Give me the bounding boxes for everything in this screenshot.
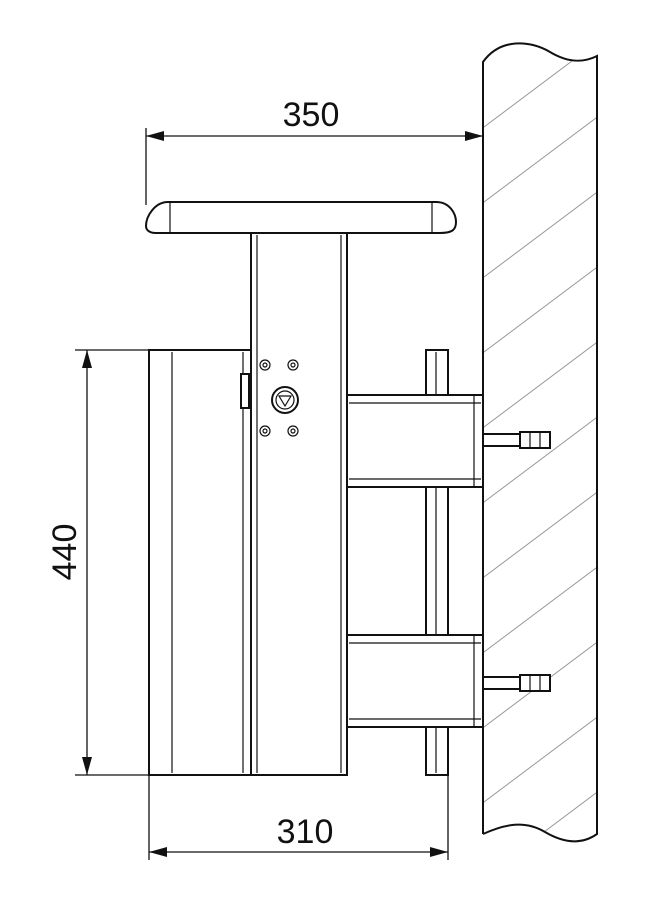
wall-hatching	[483, 43, 597, 842]
upper-bracket	[346, 394, 484, 488]
dimension-label-bottom-width: 310	[277, 813, 334, 851]
lower-anchor-bolt	[482, 674, 551, 692]
dimension-label-top-width: 350	[283, 96, 340, 134]
wall-section	[482, 42, 598, 843]
screw-icon	[287, 425, 299, 437]
lock-assembly	[259, 359, 299, 437]
screw-icon	[259, 425, 271, 437]
lower-bracket	[346, 634, 484, 728]
dimension-top-width: 350	[145, 96, 484, 205]
triangle-lock-icon	[271, 386, 299, 414]
central-post	[250, 232, 348, 776]
dimension-height: 440	[46, 349, 149, 776]
upper-anchor-bolt	[482, 431, 551, 449]
lid	[144, 201, 458, 234]
container-body	[148, 349, 252, 776]
dimension-label-height: 440	[46, 524, 84, 581]
screw-icon	[259, 359, 271, 371]
screw-icon	[287, 359, 299, 371]
latch	[240, 373, 250, 409]
dimension-bottom-width: 310	[148, 775, 449, 860]
